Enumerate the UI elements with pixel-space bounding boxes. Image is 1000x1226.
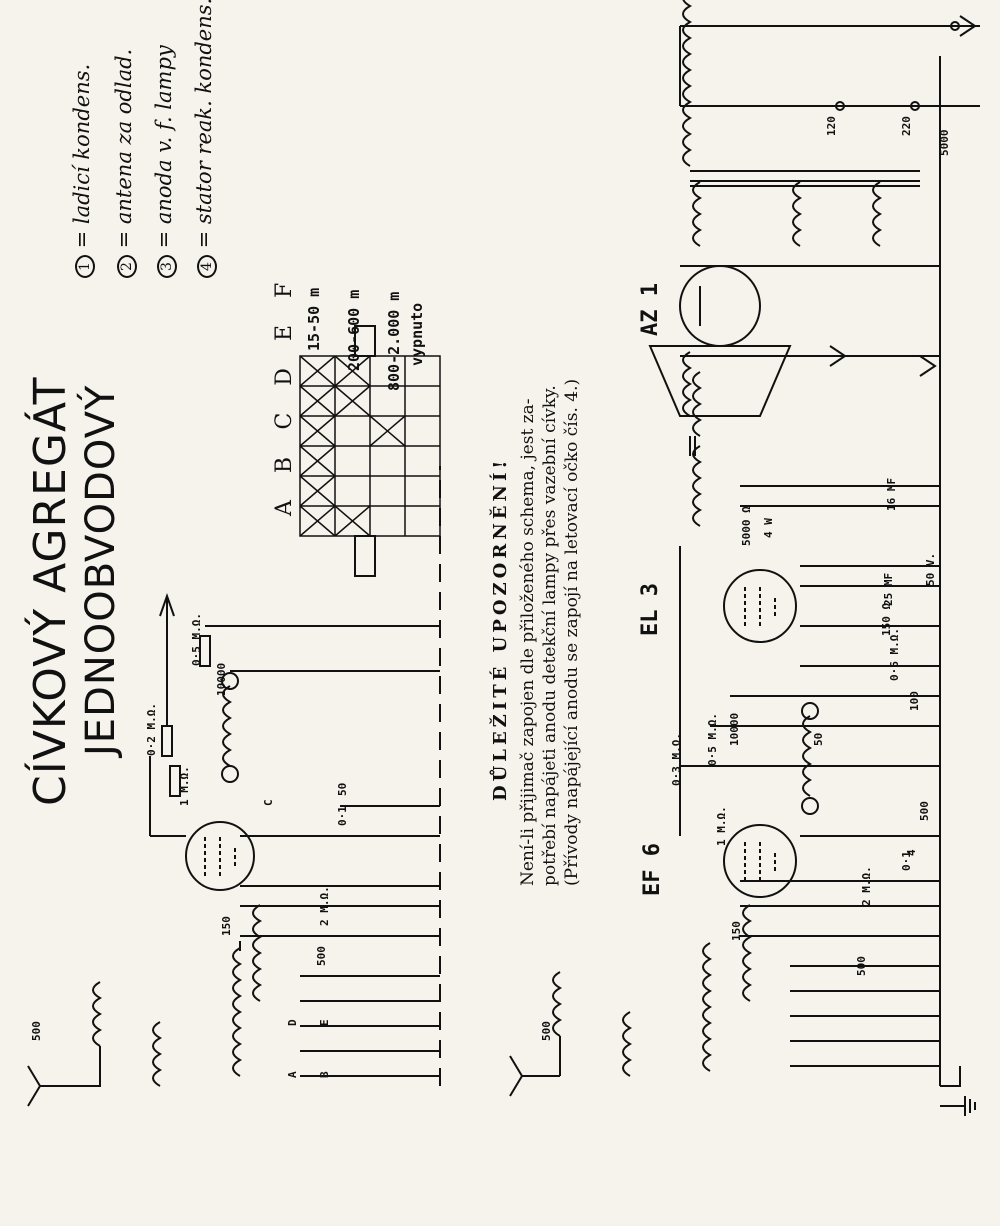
top-main-coil [232, 947, 243, 1077]
ef6-tube-icon [723, 824, 797, 898]
top-tube-icon [185, 821, 255, 891]
top-output-arrow-icon [159, 592, 175, 617]
top-grid-coil [252, 904, 263, 1002]
el3-tube-icon [723, 569, 797, 643]
top-antenna-icon [27, 1065, 60, 1107]
switch-grid [299, 355, 441, 537]
switch-shaft-right [354, 325, 376, 357]
top-antenna-coil [92, 981, 103, 1047]
az1-tube-icon [679, 265, 761, 347]
mains-fuse-icon [959, 15, 977, 37]
output-transformer-primary [692, 445, 703, 527]
bot-antenna-icon [509, 1055, 560, 1097]
ground-icon [940, 1096, 976, 1116]
speaker-icon [648, 345, 792, 417]
switch-shaft-left [354, 535, 376, 577]
bot-main-coil [702, 942, 713, 1072]
power-transformer-primary [682, 0, 693, 167]
